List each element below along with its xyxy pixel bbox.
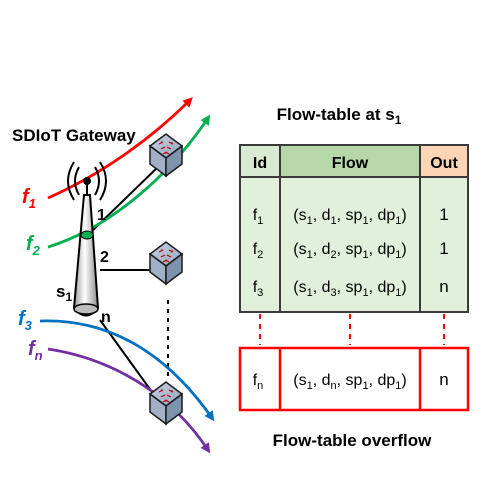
header-out-cell (419, 144, 469, 178)
overflow-row (238, 346, 470, 412)
flow-label-f1: f1 (22, 186, 36, 211)
flow-table-title: Flow-table at s1 (277, 105, 402, 127)
port-label-1: 1 (97, 207, 106, 224)
flow-curve-f3 (39, 319, 215, 422)
flow-table: Id Flow Out f1 (s1, d1, sp1, dp1) 1 f2 (… (238, 144, 470, 412)
row-flow: (s1, d2, sp1, dp1) (293, 241, 406, 261)
flow-curve-f2 (47, 114, 211, 249)
flow-curve-f1 (47, 97, 193, 200)
row-flow: (s1, d1, sp1, dp1) (293, 207, 406, 227)
row-id: f1 (253, 207, 264, 227)
flow-curve-fn (47, 347, 211, 454)
row-id: f2 (253, 241, 264, 261)
gateway-label: SDIoT Gateway (12, 126, 136, 145)
row-flow: (s1, d3, sp1, dp1) (293, 279, 406, 299)
gateway-tower-icon (67, 161, 107, 317)
row-out: 1 (439, 239, 448, 258)
overflow-label: Flow-table overflow (273, 431, 432, 450)
overflow-row-id: fn (253, 372, 264, 392)
port-label-n: n (101, 309, 111, 326)
row-out: 1 (439, 205, 448, 224)
overflow-row-flow: (s1, dn, sp1, dp1) (293, 372, 406, 392)
switch-label: s1 (56, 282, 72, 304)
header-flow: Flow (332, 155, 369, 172)
table-body (239, 176, 469, 313)
header-id: Id (253, 155, 267, 172)
row-out: n (439, 277, 448, 296)
flow-label-fn: fn (28, 338, 43, 363)
row-id: f3 (253, 279, 264, 299)
flow-label-f2: f2 (26, 233, 41, 258)
flow-label-f3: f3 (18, 308, 33, 333)
port-label-2: 2 (100, 249, 109, 266)
header-out: Out (430, 155, 458, 172)
switch-box-icon-n (149, 381, 183, 425)
overflow-row-out: n (439, 370, 448, 389)
switch-box-icon-2 (149, 241, 183, 285)
